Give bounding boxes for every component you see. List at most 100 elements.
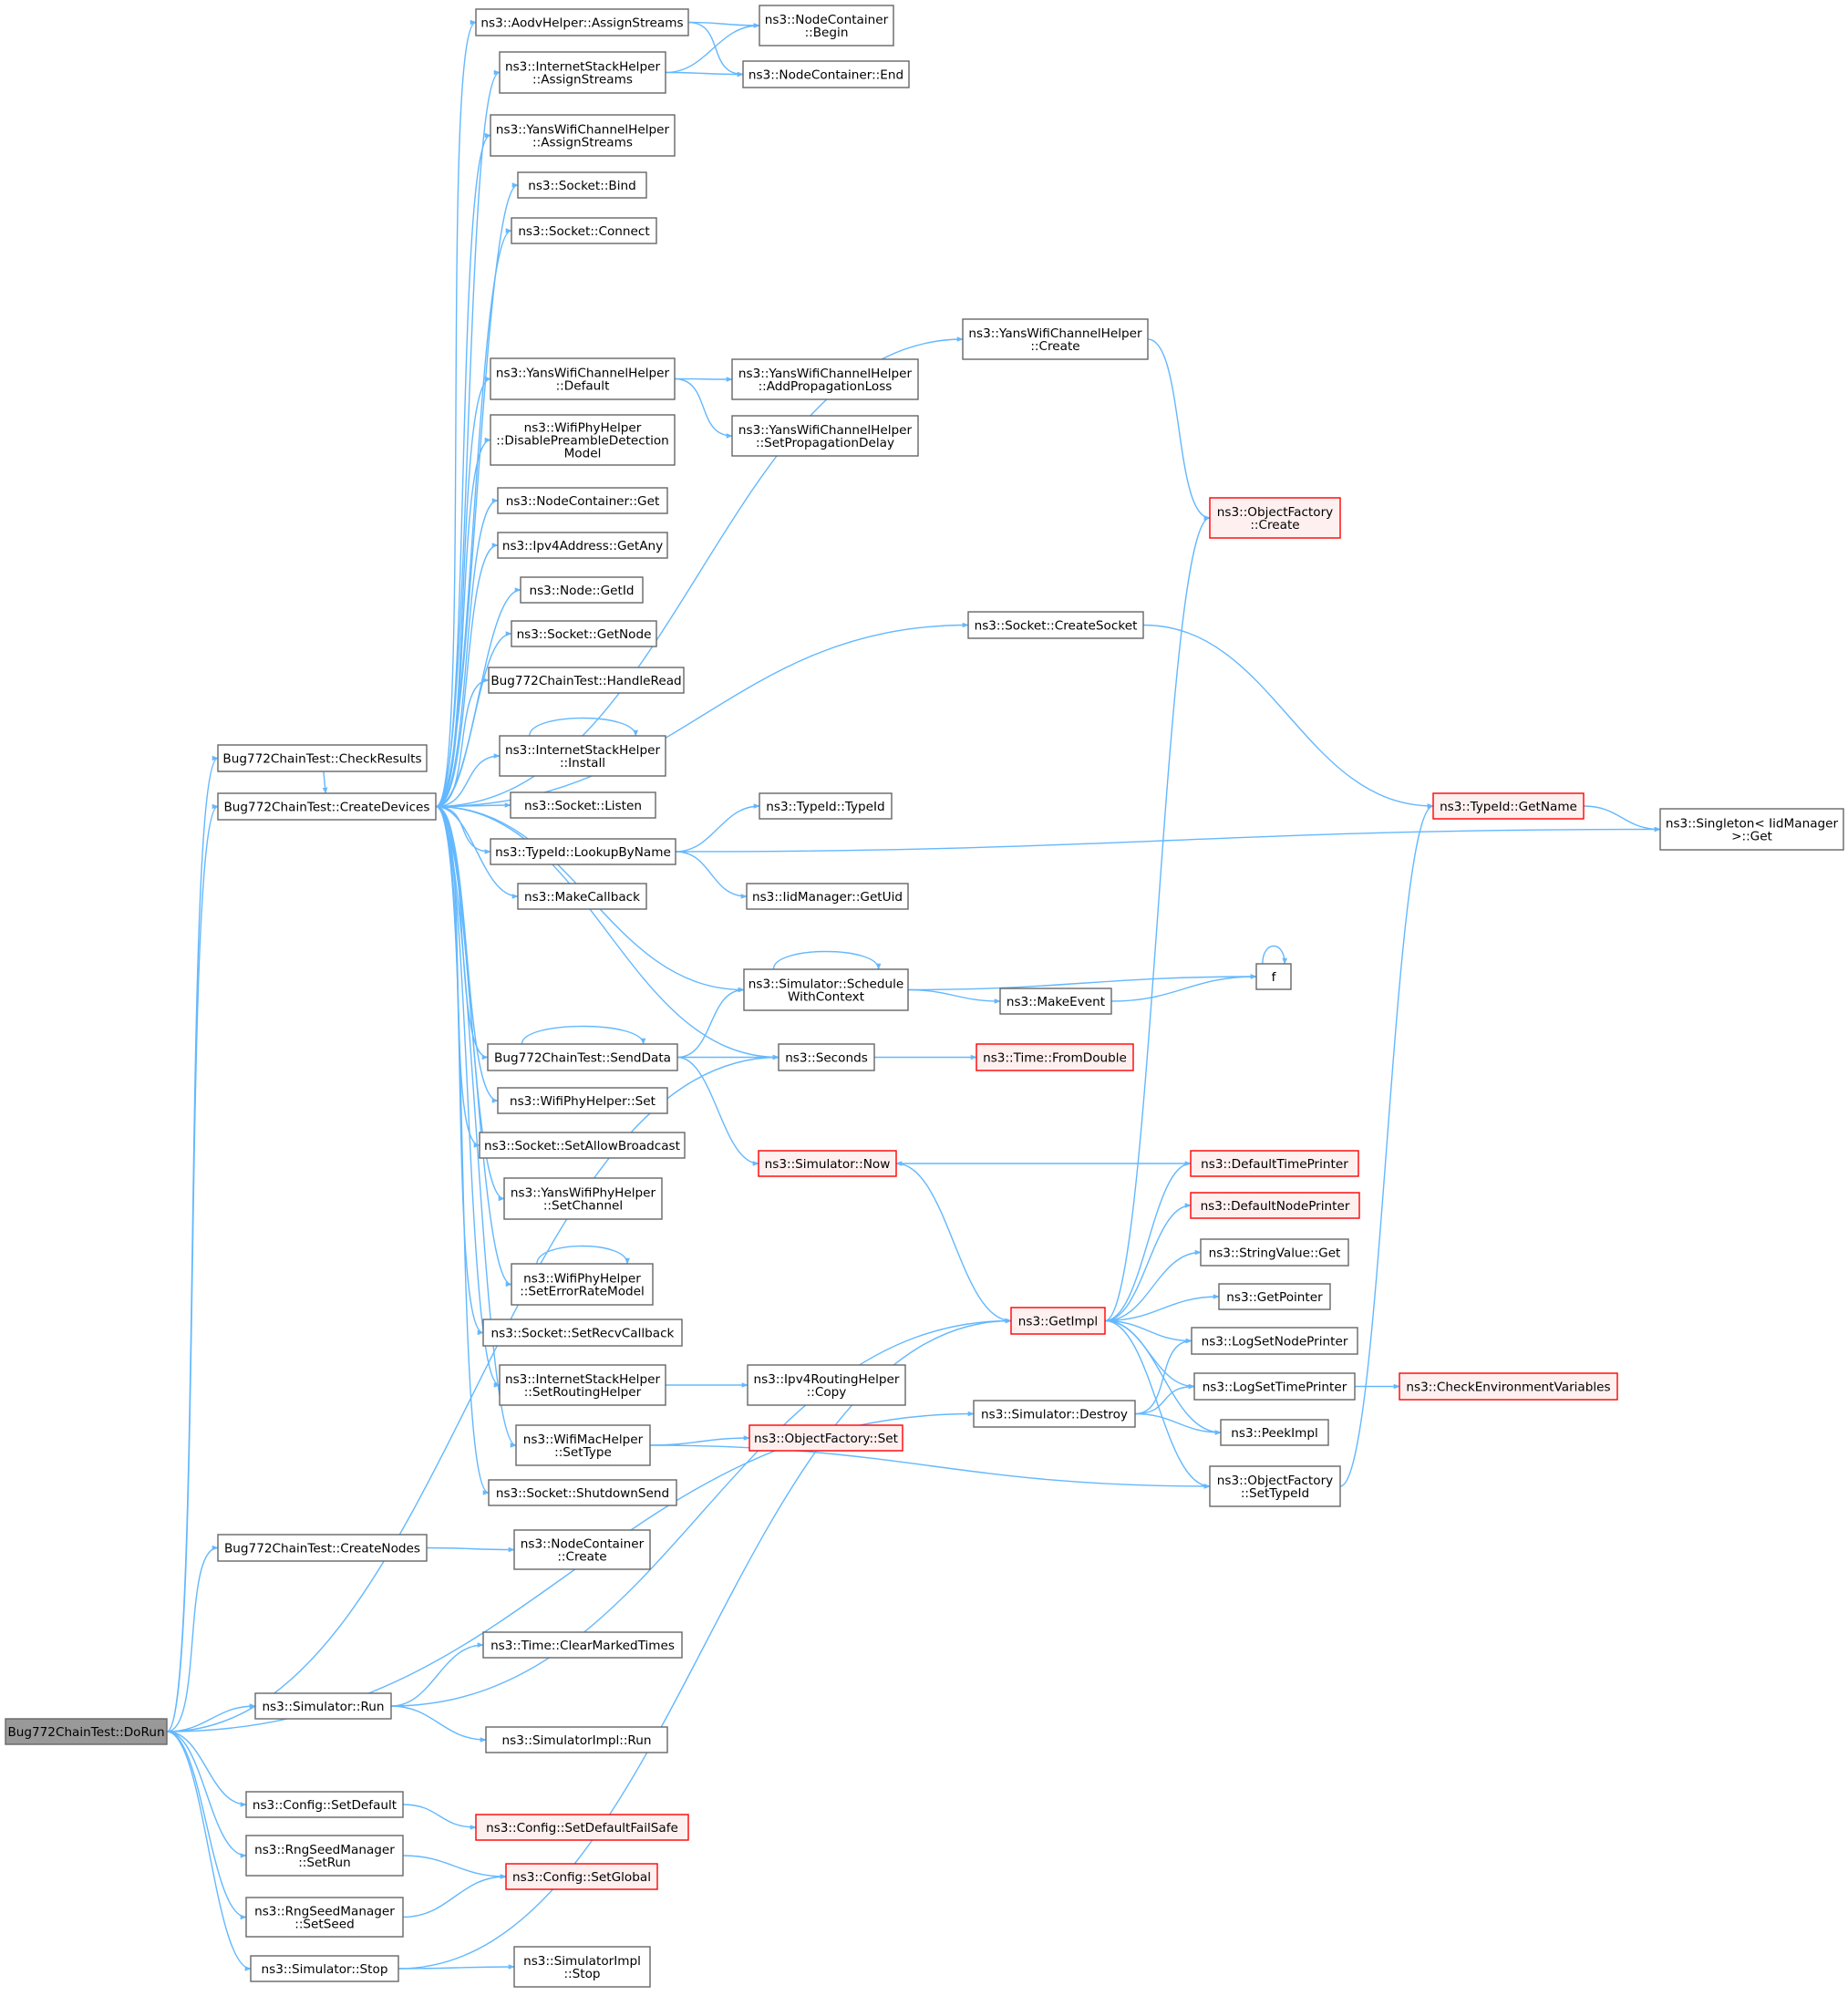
node-logsettimeprinter[interactable]: ns3::LogSetTimePrinter <box>1193 1372 1356 1401</box>
node-wifiphyset[interactable]: ns3::WifiPhyHelper::Set <box>497 1087 668 1114</box>
node-label: ns3::Seconds <box>785 1050 868 1065</box>
node-handleread[interactable]: Bug772ChainTest::HandleRead <box>488 667 685 694</box>
node-seterrrate[interactable]: ns3::WifiPhyHelper::SetErrorRateModel <box>511 1263 654 1306</box>
node-createnodes[interactable]: Bug772ChainTest::CreateNodes <box>217 1534 428 1562</box>
call-edge-dorun-to-createdevices <box>166 803 219 1732</box>
node-ncget[interactable]: ns3::NodeContainer::Get <box>497 487 668 514</box>
node-box-senddata <box>487 1043 678 1071</box>
node-ipv4getany[interactable]: ns3::Ipv4Address::GetAny <box>497 532 668 559</box>
node-rngsetrun[interactable]: ns3::RngSeedManager::SetRun <box>245 1835 404 1877</box>
node-simnow[interactable]: ns3::Simulator::Now <box>758 1150 897 1177</box>
node-addproploss[interactable]: ns3::YansWifiChannelHelper::AddPropagati… <box>731 358 919 400</box>
call-edge-createdevices-to-sockgetnode <box>435 631 512 808</box>
node-label: ns3::Ipv4RoutingHelper <box>754 1372 900 1387</box>
node-getpointer[interactable]: ns3::GetPointer <box>1218 1283 1331 1310</box>
node-disablepreamble[interactable]: ns3::WifiPhyHelper::DisablePreambleDetec… <box>490 414 676 466</box>
node-setrecvcb[interactable]: ns3::Socket::SetRecvCallback <box>482 1319 683 1347</box>
node-box-nccreate <box>513 1529 651 1570</box>
node-inetassign[interactable]: ns3::InternetStackHelper::AssignStreams <box>499 51 666 94</box>
call-edge-inetassign-to-ncend <box>665 71 744 78</box>
node-makeevent[interactable]: ns3::MakeEvent <box>999 988 1112 1015</box>
node-seconds[interactable]: ns3::Seconds <box>778 1043 875 1071</box>
node-defnodeprinter[interactable]: ns3::DefaultNodePrinter <box>1190 1192 1360 1219</box>
node-rngsetseed[interactable]: ns3::RngSeedManager::SetSeed <box>245 1897 404 1938</box>
call-edge-createdevices-to-wifimacsettype <box>435 805 517 1448</box>
node-label: ns3::Config::SetDefault <box>253 1798 397 1813</box>
node-label: ns3::LogSetNodePrinter <box>1202 1334 1348 1349</box>
node-setallowbcast[interactable]: ns3::Socket::SetAllowBroadcast <box>479 1132 686 1159</box>
call-edge-inetinstall-to-inetinstall <box>529 717 639 737</box>
node-simdestroy[interactable]: ns3::Simulator::Destroy <box>973 1400 1136 1428</box>
call-edge-getimpl-to-defnodeprinter <box>1104 1203 1192 1322</box>
node-singletonget[interactable]: ns3::Singleton< IidManager>::Get <box>1659 808 1844 851</box>
node-nccreate[interactable]: ns3::NodeContainer::Create <box>513 1529 651 1570</box>
node-checkresults[interactable]: Bug772ChainTest::CheckResults <box>217 744 428 772</box>
node-ncbegin[interactable]: ns3::NodeContainer::Begin <box>759 5 894 47</box>
node-cfgsetglobal[interactable]: ns3::Config::SetGlobal <box>505 1863 658 1890</box>
node-setpropdelay[interactable]: ns3::YansWifiChannelHelper::SetPropagati… <box>731 415 919 457</box>
node-label: ns3::Singleton< IidManager <box>1666 816 1839 831</box>
call-edge-cfgsetdefault-to-cfgfailsafe <box>402 1804 477 1830</box>
node-shutdownsend[interactable]: ns3::Socket::ShutdownSend <box>488 1479 677 1506</box>
node-fromdouble[interactable]: ns3::Time::FromDouble <box>976 1043 1134 1071</box>
call-edge-checkresults-to-createdevices <box>322 770 328 794</box>
node-ofsettypeid[interactable]: ns3::ObjectFactory::SetTypeId <box>1209 1465 1341 1507</box>
node-senddata[interactable]: Bug772ChainTest::SendData <box>487 1043 678 1071</box>
node-checkenv[interactable]: ns3::CheckEnvironmentVariables <box>1399 1372 1618 1401</box>
node-simrun[interactable]: ns3::Simulator::Run <box>254 1692 392 1720</box>
node-box-simrun <box>254 1692 392 1720</box>
node-wifimacsettype[interactable]: ns3::WifiMacHelper::SetType <box>515 1424 651 1466</box>
node-label: ns3::InternetStackHelper <box>505 59 660 74</box>
node-sockbind[interactable]: ns3::Socket::Bind <box>517 171 647 199</box>
node-cfgsetdefault[interactable]: ns3::Config::SetDefault <box>245 1791 404 1818</box>
node-typeidgetname[interactable]: ns3::TypeId::GetName <box>1432 792 1585 820</box>
node-label: ns3::YansWifiChannelHelper <box>738 367 913 381</box>
node-simimplrun[interactable]: ns3::SimulatorImpl::Run <box>485 1726 668 1753</box>
node-typeidctor[interactable]: ns3::TypeId::TypeId <box>759 792 893 820</box>
node-cfgfailsafe[interactable]: ns3::Config::SetDefaultFailSafe <box>475 1814 689 1841</box>
node-simimplstop[interactable]: ns3::SimulatorImpl::Stop <box>513 1946 651 1988</box>
node-yanschdefault[interactable]: ns3::YansWifiChannelHelper::Default <box>490 357 676 400</box>
node-ofcreate[interactable]: ns3::ObjectFactory::Create <box>1209 497 1341 539</box>
node-makecallback[interactable]: ns3::MakeCallback <box>517 883 647 910</box>
node-setroutinghelper[interactable]: ns3::InternetStackHelper::SetRoutingHelp… <box>499 1364 666 1406</box>
node-box-simdestroy <box>973 1400 1136 1428</box>
node-logsetnodeprinter[interactable]: ns3::LogSetNodePrinter <box>1191 1327 1358 1355</box>
node-simstop[interactable]: ns3::Simulator::Stop <box>250 1955 399 1982</box>
node-box-defnodeprinter <box>1190 1192 1360 1219</box>
call-edge-createdevices-to-seterrrate <box>435 805 512 1288</box>
node-socklisten[interactable]: ns3::Socket::Listen <box>510 791 656 819</box>
node-peekimpl[interactable]: ns3::PeekImpl <box>1220 1419 1329 1446</box>
node-label: ns3::WifiPhyHelper::Set <box>510 1094 656 1109</box>
node-getimpl[interactable]: ns3::GetImpl <box>1010 1307 1106 1335</box>
node-sockgetnode[interactable]: ns3::Socket::GetNode <box>511 620 657 647</box>
node-label: ns3::InternetStackHelper <box>505 743 660 758</box>
node-iidgetuid[interactable]: ns3::IidManager::GetUid <box>746 883 909 910</box>
node-lookupbyname[interactable]: ns3::TypeId::LookupByName <box>490 838 676 865</box>
node-yanschcreate[interactable]: ns3::YansWifiChannelHelper::Create <box>962 318 1149 360</box>
node-strvalget[interactable]: ns3::StringValue::Get <box>1200 1238 1349 1267</box>
node-box-yanschcreate <box>962 318 1149 360</box>
node-label: ns3::Socket::SetRecvCallback <box>491 1326 675 1340</box>
call-edge-createdevices-to-inetinstall <box>435 753 501 808</box>
node-ncend[interactable]: ns3::NodeContainer::End <box>742 60 910 88</box>
node-sockconnect[interactable]: ns3::Socket::Connect <box>511 217 657 244</box>
node-ipv4routingcopy[interactable]: ns3::Ipv4RoutingHelper::Copy <box>747 1364 906 1406</box>
node-createdevices[interactable]: Bug772ChainTest::CreateDevices <box>217 792 437 821</box>
node-inetinstall[interactable]: ns3::InternetStackHelper::Install <box>499 735 666 777</box>
node-deftimeprinter[interactable]: ns3::DefaultTimePrinter <box>1190 1150 1359 1177</box>
node-box-ofset <box>748 1424 903 1452</box>
node-yanschassign[interactable]: ns3::YansWifiChannelHelper::AssignStream… <box>490 114 676 157</box>
node-fnode[interactable]: f <box>1255 963 1292 990</box>
node-yansphysetch[interactable]: ns3::YansWifiPhyHelper::SetChannel <box>503 1177 663 1220</box>
node-clearmarked[interactable]: ns3::Time::ClearMarkedTimes <box>482 1631 683 1659</box>
node-ofset[interactable]: ns3::ObjectFactory::Set <box>748 1424 903 1452</box>
node-dorun[interactable]: Bug772ChainTest::DoRun <box>5 1718 168 1745</box>
call-edge-createnodes-to-nccreate <box>426 1546 515 1553</box>
call-edge-dorun-to-cfgsetdefault <box>166 1731 247 1807</box>
node-aodvassign[interactable]: ns3::AodvHelper::AssignStreams <box>475 8 689 36</box>
node-createsocket[interactable]: ns3::Socket::CreateSocket <box>967 611 1144 639</box>
node-nodegetid[interactable]: ns3::Node::GetId <box>520 576 644 604</box>
